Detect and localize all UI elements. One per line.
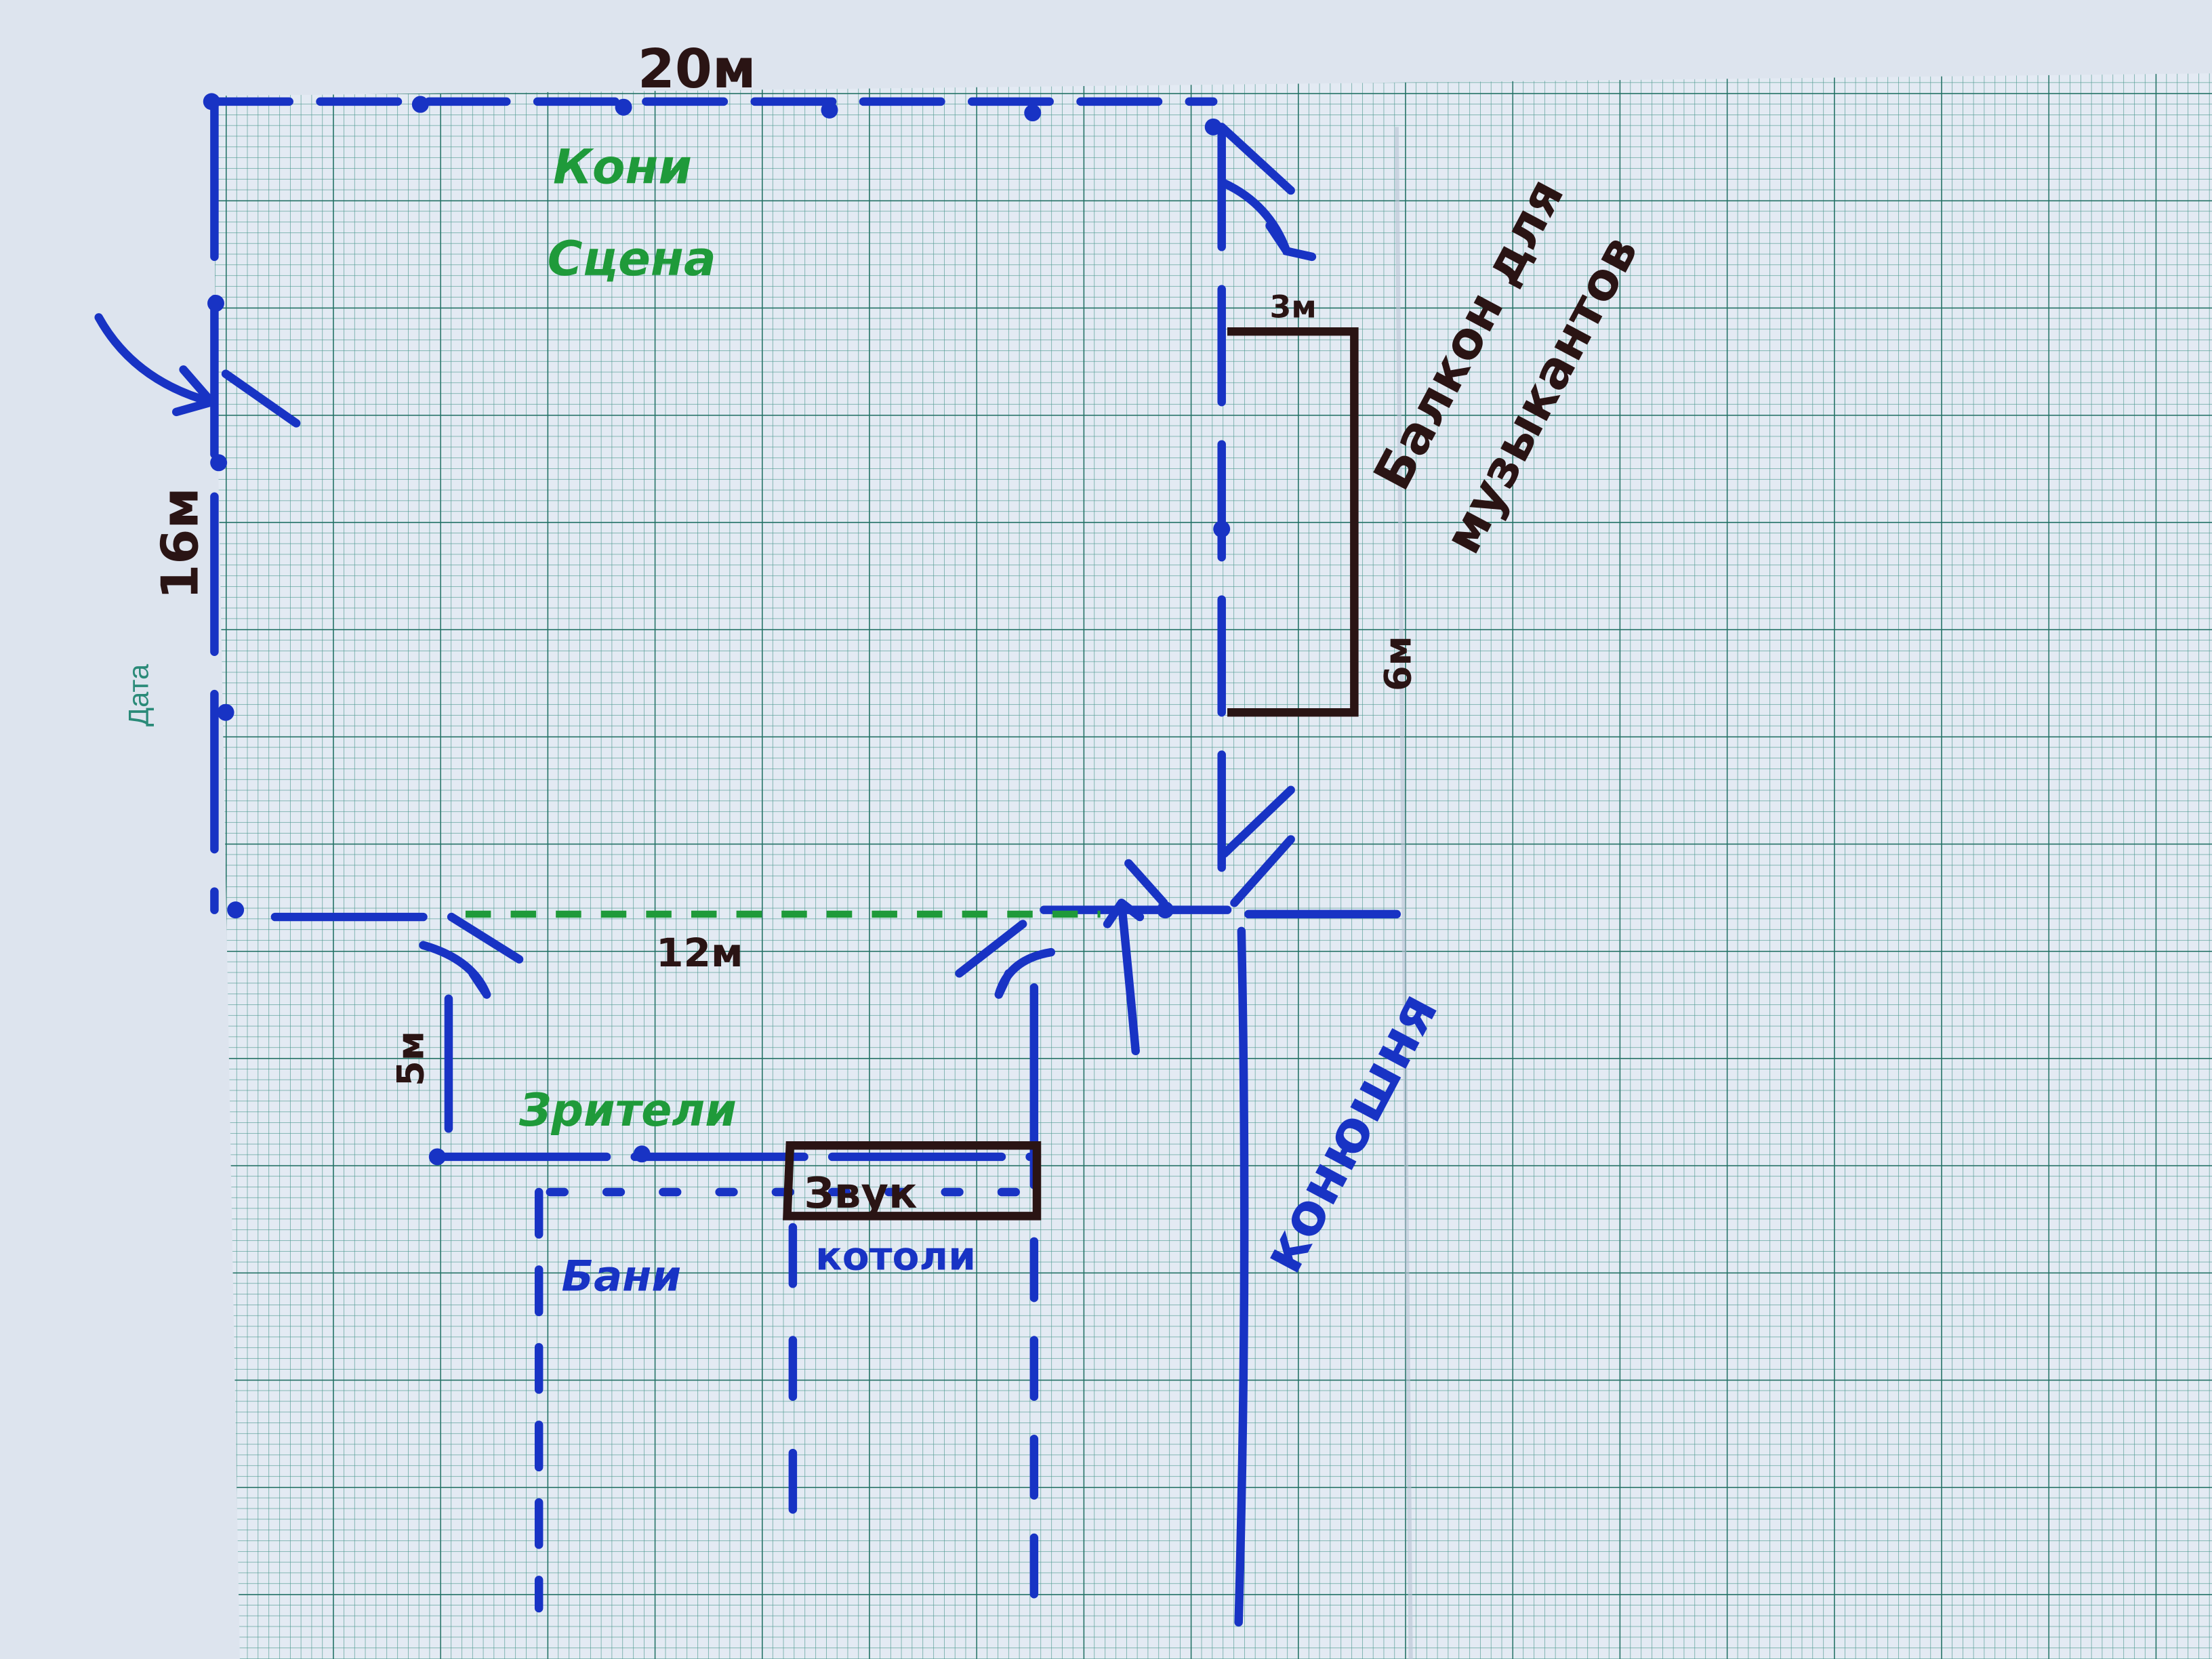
wall-dots xyxy=(203,93,1231,1166)
middle-zone-label: котоли xyxy=(815,1233,976,1279)
balcony-outline xyxy=(1227,327,1359,717)
sound-booth-outline xyxy=(783,1141,1042,1221)
top-width-label: 20м xyxy=(638,38,756,100)
left-height-label: 16м xyxy=(150,487,209,600)
stable-wall xyxy=(1234,926,1249,1627)
audience-door-left-arrow-icon xyxy=(419,912,524,999)
stage-door-diagonal xyxy=(1217,123,1295,195)
date-label: Дата xyxy=(123,663,155,726)
graph-grid-major xyxy=(211,73,2212,1659)
audience-width-label: 12м xyxy=(656,930,743,976)
balcony-width-label: 3м xyxy=(1269,288,1316,325)
horses-label: Кони xyxy=(553,139,692,195)
stage-door-arrow-icon xyxy=(1220,179,1317,262)
blue-walls xyxy=(94,97,1401,1627)
audience-label: Зрители xyxy=(518,1084,737,1136)
balcony-height-label: 6м xyxy=(1377,636,1420,691)
audience-depth-label: 5м xyxy=(389,1031,432,1086)
door-diagonal xyxy=(221,369,301,428)
audience-door-right-arrow-icon xyxy=(955,920,1056,999)
left-zone-label: Бани xyxy=(561,1252,681,1301)
sound-label: Звук xyxy=(804,1168,918,1218)
stage-label: Сцена xyxy=(548,230,716,287)
center-door-arrow-icon xyxy=(1103,859,1168,1056)
balcony-stair-diagonal xyxy=(1220,785,1295,907)
entrance-arrow-icon xyxy=(94,313,216,417)
paper-fold xyxy=(1394,127,1413,1659)
